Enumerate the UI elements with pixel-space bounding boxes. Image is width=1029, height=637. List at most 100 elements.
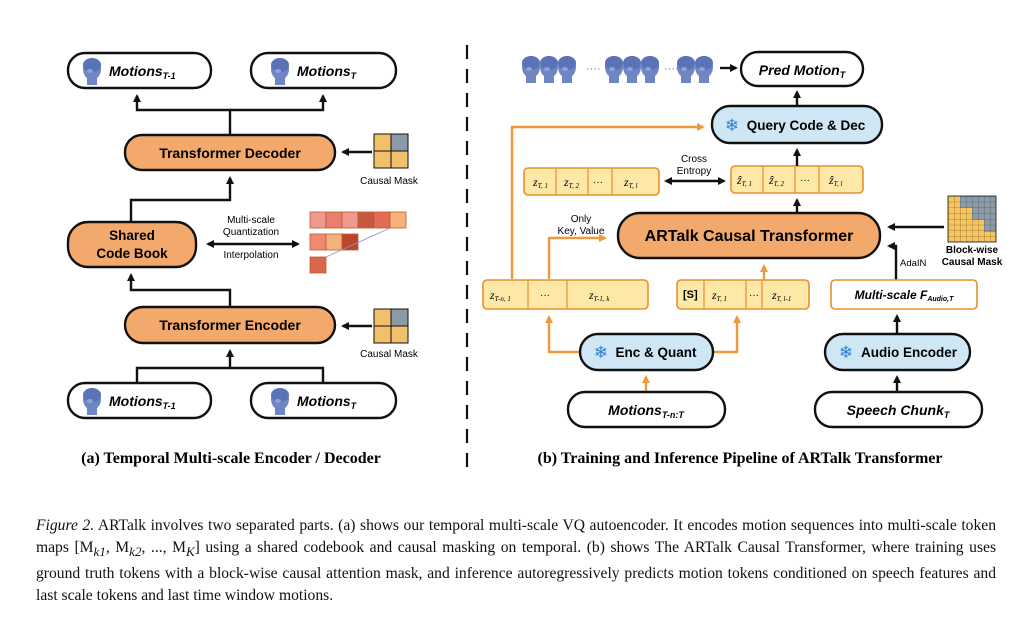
predicted-token-row: ẑT, 1 ẑT, 2 ··· ẑT, l	[730, 165, 864, 194]
svg-text:zT, l-1: zT, l-1	[771, 288, 791, 303]
only-kv-line2: Key, Value	[558, 226, 605, 237]
artalk-causal-transformer-box: ARTalk Causal Transformer	[616, 211, 882, 260]
past-token-ellipsis: ···	[540, 290, 550, 301]
cross-entropy-line2: Entropy	[677, 166, 711, 177]
past-token: z	[588, 288, 594, 302]
frozen-snowflake-icon: ❄	[594, 343, 608, 362]
figure-caption: Figure 2. ARTalk involves two separated …	[36, 515, 996, 607]
blockwise-line1: Block-wise	[946, 245, 999, 256]
transformer-encoder-label: Transformer Encoder	[159, 317, 301, 333]
motions-input-sub: T-n:T	[662, 410, 685, 420]
gt-token: z	[532, 175, 538, 189]
gt-token: z	[563, 175, 569, 189]
pred-token-sub: T, 1	[742, 180, 752, 188]
gt-token-sub: T, 2	[569, 182, 580, 190]
audio-encoder-box: ❄ Audio Encoder	[823, 332, 972, 372]
svg-text:zT-n, 1: zT-n, 1	[489, 288, 511, 303]
current-token-row: [S] zT, 1 ··· zT, l-1	[676, 279, 810, 310]
panel-b-title: (b) Training and Inference Pipeline of A…	[538, 450, 943, 467]
svg-text:Speech ChunkT: Speech ChunkT	[847, 402, 951, 420]
codebook-line2: Code Book	[96, 246, 168, 261]
svg-text:MotionsT-1: MotionsT-1	[109, 63, 176, 81]
transformer-decoder-box: Transformer Decoder	[123, 133, 337, 172]
svg-text:Pred MotionT: Pred MotionT	[759, 62, 847, 80]
pred-token-sub: T, l	[834, 180, 843, 188]
motions-input-node: MotionsT-n:T	[566, 390, 727, 429]
caption-label: Figure 2.	[36, 517, 95, 534]
audio-feat-label: Multi-scale F	[855, 288, 928, 302]
caption-text-3: , ..., M	[141, 539, 186, 556]
enc-quant-label: Enc & Quant	[615, 345, 697, 360]
face-avatar-icon	[641, 56, 659, 83]
frozen-snowflake-icon: ❄	[839, 343, 853, 362]
caption-text-1: ARTalk involves two separated parts. (a)…	[36, 517, 996, 556]
motions-label: Motions	[109, 63, 163, 79]
causal-mask-bottom-label: Causal Mask	[360, 349, 419, 360]
pred-token: ẑ	[828, 173, 834, 187]
gt-token: z	[623, 175, 629, 189]
caption-sub-k1: k1	[93, 544, 106, 560]
caption-text-2: , M	[105, 539, 130, 556]
multiscale-token-maps	[309, 211, 407, 274]
caption-sub-k2: k2	[129, 544, 142, 560]
svg-text:zT, 1: zT, 1	[711, 288, 727, 303]
motions-subscript: T	[351, 71, 358, 81]
start-token: [S]	[683, 289, 698, 301]
motions-bottom-left-node: MotionsT-1	[66, 381, 213, 420]
cross-entropy-line1: Cross	[681, 154, 707, 165]
motions-subscript: T-1	[163, 401, 176, 411]
caption-sub-kK: K	[185, 544, 195, 560]
past-token-sub: T-n, 1	[495, 295, 511, 303]
svg-text:MotionsT-n:T: MotionsT-n:T	[608, 402, 685, 420]
past-token-sub: T-1, k	[594, 295, 611, 303]
adain-label: AdaIN	[900, 258, 927, 269]
msq-line2: Quantization	[223, 227, 279, 238]
codebook-line1: Shared	[109, 228, 155, 243]
cur-token-sub: T, l-1	[777, 295, 792, 303]
svg-text:ẑT, 1: ẑT, 1	[736, 173, 752, 188]
motions-label: Motions	[297, 393, 351, 409]
blockwise-line2: Causal Mask	[942, 257, 1003, 268]
motions-top-right-node: MotionsT	[249, 51, 398, 90]
audio-features-box: Multi-scale FAudio,T	[830, 279, 978, 310]
pred-token-sub: T, 2	[774, 180, 785, 188]
speech-chunk-sub: T	[944, 410, 951, 420]
transformer-encoder-box: Transformer Encoder	[123, 305, 337, 345]
past-token: z	[489, 288, 495, 302]
cur-token: z	[771, 288, 777, 302]
svg-text:····: ····	[586, 63, 601, 75]
svg-text:zT-1, k: zT-1, k	[588, 288, 610, 303]
svg-text:zT, 1: zT, 1	[532, 175, 548, 190]
causal-mask-grid-icon	[373, 133, 409, 169]
cur-token-sub: T, 1	[717, 295, 727, 303]
gt-token-sub: T, 1	[538, 182, 548, 190]
panel-b: ···· ···· Pred MotionT ❄ Query Code & De…	[482, 50, 1003, 467]
speech-chunk-node: Speech ChunkT	[813, 390, 984, 429]
motions-subscript: T-1	[163, 71, 176, 81]
audio-encoder-label: Audio Encoder	[861, 345, 958, 360]
svg-text:ẑT, 2: ẑT, 2	[768, 173, 785, 188]
panel-a: MotionsT-1 MotionsT Transformer Decoder …	[66, 51, 419, 467]
pred-token-ellipsis: ···	[800, 175, 810, 186]
face-avatar-icon	[540, 56, 558, 83]
motions-subscript: T	[351, 401, 358, 411]
face-avatar-icon	[605, 56, 623, 83]
caption-text-4: ] using a shared codebook and causal mas…	[36, 539, 997, 605]
past-token-row: zT-n, 1 ··· zT-1, k	[482, 279, 649, 310]
causal-mask-grid-icon	[373, 308, 409, 344]
face-avatar-icon	[695, 56, 713, 83]
ground-truth-token-row: zT, 1 zT, 2 ··· zT, l	[523, 167, 660, 196]
face-avatar-icon	[623, 56, 641, 83]
pred-token: ẑ	[768, 173, 774, 187]
interpolation-label: Interpolation	[223, 250, 278, 261]
face-avatar-icon	[677, 56, 695, 83]
cur-token-ellipsis: ···	[749, 290, 759, 301]
cur-token: z	[711, 288, 717, 302]
msq-line1: Multi-scale	[227, 215, 275, 226]
pred-token: ẑ	[736, 173, 742, 187]
frozen-snowflake-icon: ❄	[725, 116, 739, 135]
panel-a-title: (a) Temporal Multi-scale Encoder / Decod…	[81, 450, 381, 467]
causal-transformer-label: ARTalk Causal Transformer	[645, 228, 854, 245]
enc-quant-box: ❄ Enc & Quant	[578, 332, 715, 372]
svg-text:Multi-scale FAudio,T: Multi-scale FAudio,T	[855, 288, 954, 303]
